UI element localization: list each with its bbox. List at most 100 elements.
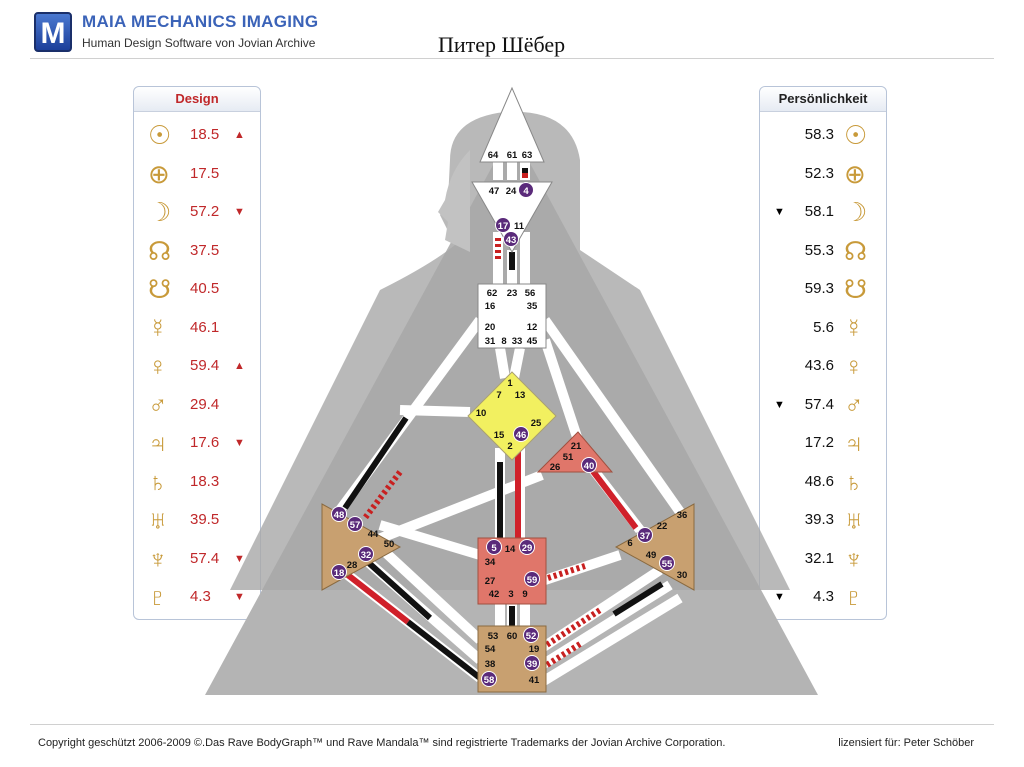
design-value: 40.5: [190, 280, 220, 297]
design-panel: Design ☉18.5▲⊕17.5☽57.2▼☊37.5☋40.5☿46.1♀…: [133, 86, 261, 620]
channel-solar-root: [539, 593, 683, 687]
sun-icon: ☉: [844, 120, 868, 150]
gate-2: 2: [507, 441, 512, 452]
gate-33: 33: [512, 336, 523, 347]
moon-icon: ☽: [844, 197, 868, 227]
gate-38: 38: [485, 659, 496, 670]
gate-28: 28: [347, 560, 358, 571]
design-row: ♅39.5: [134, 502, 260, 538]
personality-value: 4.3: [813, 588, 834, 605]
personality-row: ⊕52.3: [760, 156, 886, 192]
personality-value: 57.4: [804, 395, 834, 413]
channel-throat-g: [495, 347, 510, 379]
gate-badge: [331, 564, 347, 580]
brand-subtitle: Human Design Software von Jovian Archive: [82, 36, 316, 50]
gate-50: 50: [384, 539, 395, 550]
channel-throat-g: [509, 347, 525, 379]
personality-row: ♀43.6: [760, 348, 886, 384]
channel-solar-root: [539, 565, 663, 653]
gate-9: 9: [522, 589, 527, 600]
gate-57: 57: [350, 520, 361, 531]
gate-13: 13: [515, 390, 526, 401]
design-value: 18.3: [190, 472, 220, 490]
gate-46: 46: [516, 430, 527, 441]
gate-52: 52: [526, 631, 537, 642]
maia-logo: M: [34, 12, 72, 52]
personality-row: ♆32.1: [760, 541, 886, 577]
design-row: ♃17.6▼: [134, 425, 260, 461]
down-arrow-icon: ▼: [234, 591, 245, 603]
gate-badge: [581, 457, 597, 473]
pluto-icon: ♇: [148, 582, 168, 612]
design-row: ♆57.4▼: [134, 541, 260, 577]
gate-43: 43: [506, 235, 517, 246]
gate-badge: [503, 231, 519, 247]
copyright-text: Copyright geschützt 2006-2009 ©.Das Rave…: [38, 737, 726, 749]
design-value: 29.4: [190, 395, 220, 413]
app-header: M MAIA MECHANICS IMAGING Human Design So…: [30, 8, 994, 59]
gate-51: 51: [563, 452, 574, 463]
gate-14: 14: [505, 544, 516, 555]
gate-53: 53: [488, 631, 499, 642]
design-row: ⊕17.5: [134, 156, 260, 192]
gate-badge: [495, 217, 511, 233]
gate-47: 47: [489, 186, 500, 197]
earth-icon: ⊕: [148, 158, 170, 189]
channel-spleen-root: [368, 536, 484, 644]
design-row: ♄18.3: [134, 464, 260, 500]
north-node-icon: ☊: [844, 235, 868, 266]
gate-49: 49: [646, 550, 657, 561]
gate-59: 59: [527, 575, 538, 586]
personality-row: ☽58.1▼: [760, 194, 886, 230]
license-text: lizensiert für: Peter Schöber: [838, 737, 974, 749]
design-row: ♀ 59.4 ▲: [134, 348, 260, 384]
personality-value: 48.6: [804, 472, 834, 490]
design-value: 18.5: [190, 126, 220, 143]
up-arrow-icon: ▲: [234, 360, 245, 372]
gate-27: 27: [485, 576, 496, 587]
personality-value: 17.2: [804, 434, 834, 451]
gate-21: 21: [571, 441, 582, 452]
down-arrow-icon: ▼: [774, 591, 785, 603]
throat-center: [477, 283, 547, 349]
footer: Copyright geschützt 2006-2009 ©.Das Rave…: [30, 724, 994, 759]
venus-icon: ♀: [148, 351, 168, 381]
gate-22: 22: [657, 521, 668, 532]
gate-60: 60: [507, 631, 518, 642]
channel-segment-black: [406, 619, 482, 681]
channel-segment-striped: [547, 563, 586, 581]
gate-25: 25: [531, 418, 542, 429]
mercury-icon: ☿: [148, 312, 168, 343]
personality-row: ☉58.3: [760, 117, 886, 153]
personality-row: ♇4.3▼: [760, 579, 886, 615]
channel-throat-ego: [540, 338, 583, 442]
gate-37: 37: [640, 531, 651, 542]
ajna-center: [471, 181, 553, 254]
gate-badge: [486, 539, 502, 555]
jupiter-icon: ♃: [844, 428, 864, 458]
down-arrow-icon: ▼: [234, 552, 245, 565]
neptune-icon: ♆: [148, 543, 168, 574]
channel-throat-solar: [540, 317, 685, 515]
gate-44: 44: [368, 529, 379, 540]
channel-segment-red: [589, 468, 639, 530]
gate-18: 18: [334, 568, 345, 579]
gate-8: 8: [501, 336, 506, 347]
design-value: 17.6: [190, 434, 220, 451]
design-value: 59.4: [190, 357, 220, 374]
down-arrow-icon: ▼: [774, 206, 785, 218]
gate-10: 10: [476, 408, 487, 419]
gate-54: 54: [485, 644, 496, 655]
personality-value: 55.3: [804, 241, 834, 259]
gate-23: 23: [507, 288, 518, 299]
personality-panel-title: Persönlichkeit: [760, 87, 886, 112]
gate-badge: [659, 555, 675, 571]
activated-channels: [342, 168, 664, 681]
design-row: ♇4.3▼: [134, 579, 260, 615]
mercury-icon: ☿: [844, 312, 864, 343]
design-value: 37.5: [190, 241, 220, 259]
gate-58: 58: [484, 675, 495, 686]
design-panel-title: Design: [134, 87, 260, 112]
gate-20: 20: [485, 322, 496, 333]
